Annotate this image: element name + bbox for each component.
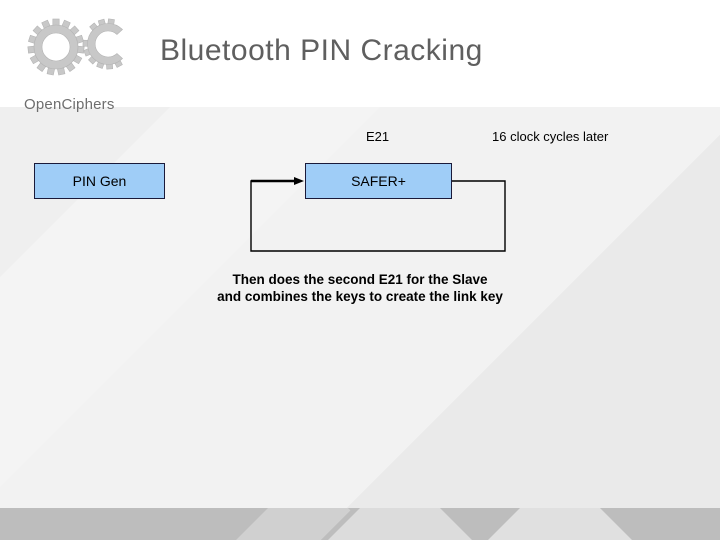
opcipher-gears-logo-icon (27, 18, 123, 76)
logo: OpenCiphers (20, 18, 160, 113)
page-title: Bluetooth PIN Cracking (160, 34, 483, 67)
diagram-caption: Then does the second E21 for the Slave a… (0, 271, 720, 305)
logo-wordmark: OpenCiphers (24, 96, 115, 113)
node-safer-plus[interactable]: SAFER+ (305, 163, 452, 199)
caption-line-2: and combines the keys to create the link… (217, 289, 503, 304)
node-pin-gen[interactable]: PIN Gen (34, 163, 165, 199)
node-safer-plus-label: SAFER+ (351, 173, 406, 189)
label-clock-cycles: 16 clock cycles later (492, 129, 609, 144)
label-e21: E21 (366, 129, 390, 144)
node-pin-gen-label: PIN Gen (72, 173, 127, 189)
feedback-arrow-head (294, 177, 304, 185)
caption-line-1: Then does the second E21 for the Slave (232, 272, 488, 287)
